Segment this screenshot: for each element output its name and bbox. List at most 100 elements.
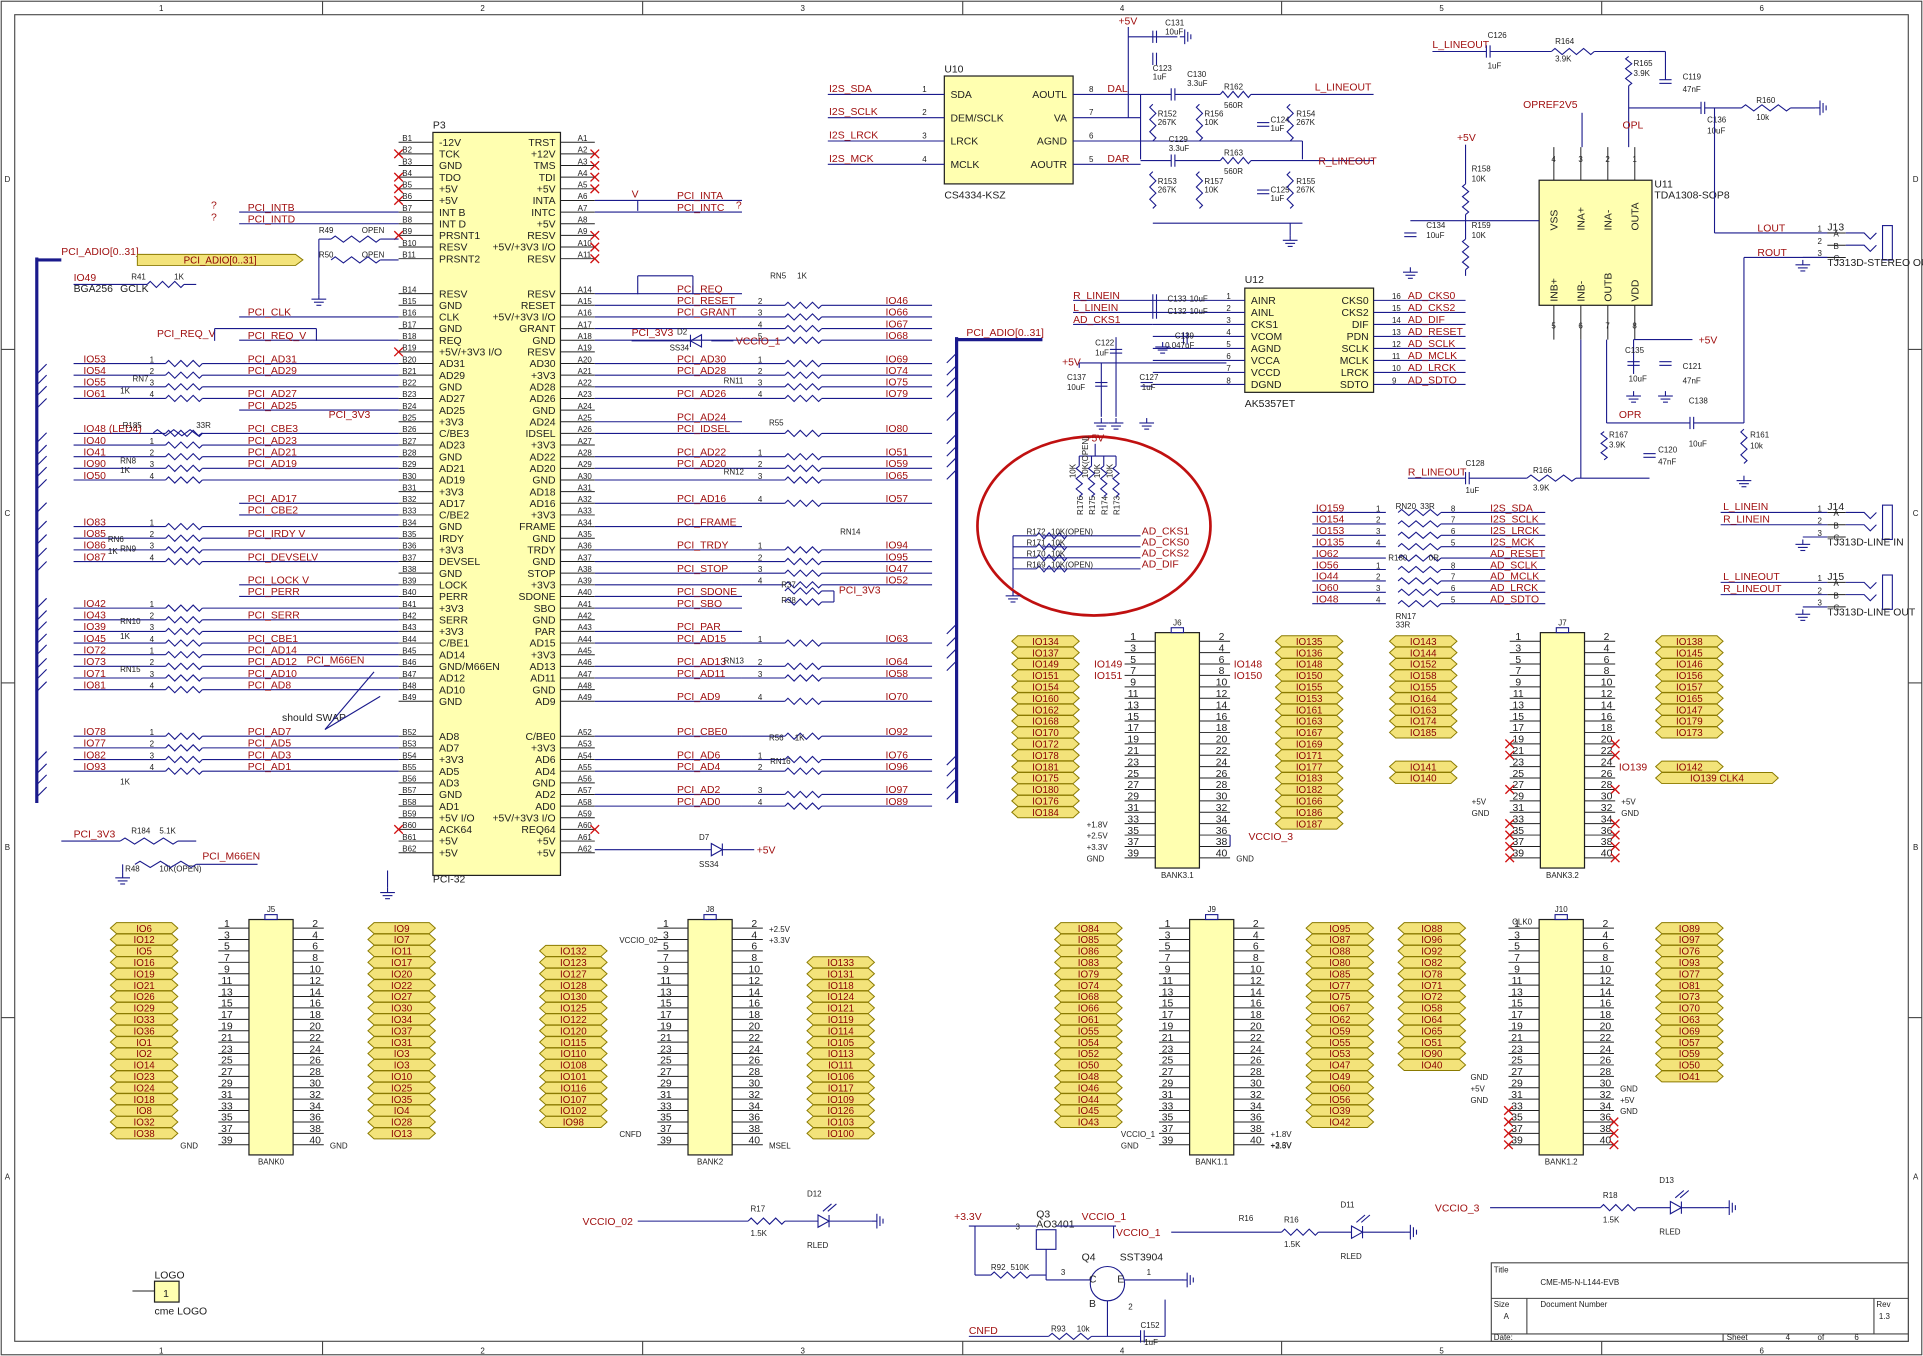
net-label-text: IO73 bbox=[1679, 992, 1701, 1003]
net-label-text: IO131 bbox=[827, 969, 854, 980]
pci3v3-label: PCI_3V3 bbox=[839, 585, 881, 596]
p3-pin-number: B59 bbox=[402, 810, 417, 819]
header-pin-number: 14 bbox=[1216, 700, 1228, 711]
header-pin-number: 14 bbox=[1600, 987, 1612, 998]
diode-d7 bbox=[710, 842, 724, 857]
p3-pin-number: B9 bbox=[402, 227, 412, 236]
io-net-label: IO70 bbox=[885, 692, 908, 703]
u10-name: CS4334-KSZ bbox=[944, 191, 1006, 202]
io-net-label: IO86 bbox=[83, 541, 106, 552]
resistor-value: 1K bbox=[795, 734, 805, 743]
io-net-label: IO69 bbox=[885, 354, 908, 365]
rev-label: Rev bbox=[1876, 1300, 1890, 1309]
header-power-label: GND bbox=[1620, 1084, 1638, 1093]
p3-pin-name: AD14 bbox=[439, 650, 465, 661]
u12-pin-name: SCLK bbox=[1341, 344, 1368, 355]
resistor-ref: R41 bbox=[131, 273, 146, 282]
rn-pin-number: 2 bbox=[758, 297, 763, 306]
header-body bbox=[248, 918, 294, 1156]
header-power-label: +2.5V bbox=[1087, 832, 1109, 841]
bus-label: PCI_ADIO[0..31] bbox=[966, 328, 1044, 339]
net-label-text: IO35 bbox=[391, 1095, 413, 1106]
p3-pin-number: B15 bbox=[402, 297, 417, 306]
p3-pin-number: B2 bbox=[402, 146, 412, 155]
u10-pin-number: 8 bbox=[1089, 85, 1094, 94]
resistor-network-element bbox=[784, 476, 823, 484]
net-label-text: IO177 bbox=[1296, 762, 1323, 773]
header-pin-number: 12 bbox=[1216, 689, 1228, 700]
row-marker: A bbox=[1913, 1172, 1919, 1181]
jack-pin-number: 3 bbox=[1818, 599, 1823, 608]
header-pin-number: 28 bbox=[748, 1067, 760, 1078]
pci-net-label: PCI_AD25 bbox=[248, 401, 297, 412]
p3-pin-name: +5V bbox=[439, 837, 458, 848]
header-pin-number: 4 bbox=[312, 930, 318, 941]
p3-pin-name: +3V3 bbox=[531, 371, 556, 382]
header-bank: BANK1.1 bbox=[1195, 1158, 1228, 1167]
adc-net-label: AD_CKS1 bbox=[1073, 315, 1121, 326]
net-label-text: IO184 bbox=[1032, 808, 1059, 819]
opl-label: OPL bbox=[1623, 121, 1644, 132]
header-pin-number: 2 bbox=[1604, 632, 1610, 643]
bus-entry bbox=[36, 774, 47, 786]
u11-pin-number: 4 bbox=[1551, 155, 1556, 164]
p3-pin-number: A35 bbox=[578, 530, 593, 539]
resistor bbox=[990, 1271, 1031, 1279]
net-label-tag bbox=[136, 253, 304, 266]
column-marker: 1 bbox=[159, 1347, 164, 1356]
rn-pin-number: 5 bbox=[1451, 595, 1456, 604]
net-label-text: IO120 bbox=[560, 1026, 587, 1037]
net-label-text: IO150 bbox=[1296, 671, 1323, 682]
resistor bbox=[1219, 90, 1252, 99]
jack-pin-letter: B bbox=[1833, 521, 1838, 530]
u10-pin-name: AOUTL bbox=[1032, 90, 1067, 101]
net-label-text: IO88 bbox=[1421, 924, 1443, 935]
resistor bbox=[784, 587, 823, 595]
jack-pin-letter: C bbox=[1833, 534, 1839, 543]
header-pin-number: 21 bbox=[1511, 1033, 1523, 1044]
header-pin-number: 16 bbox=[1600, 999, 1612, 1010]
resistor-value: 1.5K bbox=[1284, 1240, 1301, 1249]
diode-ref: D7 bbox=[699, 833, 710, 842]
p3-pin-name: +3V3 bbox=[439, 417, 464, 428]
pci-net-label: PCI_AD15 bbox=[677, 634, 726, 645]
header-pin-number: 28 bbox=[1601, 780, 1613, 791]
net-label-text: IO116 bbox=[560, 1083, 587, 1094]
resistor-value: 3.9K bbox=[1555, 54, 1572, 63]
jack-net-label: L_LINEOUT bbox=[1723, 572, 1780, 583]
cap-ref: C125 bbox=[1271, 185, 1291, 194]
no-connect-mark bbox=[1609, 1139, 1619, 1150]
p3-pin-number: B43 bbox=[402, 623, 417, 632]
u12-pin-name: DIF bbox=[1352, 320, 1369, 331]
resistor-ref: R160 bbox=[1756, 96, 1776, 105]
header-pin-number: 26 bbox=[1216, 769, 1228, 780]
adc-net-label: AD_DIF bbox=[1408, 315, 1445, 326]
resistor-value: 10k bbox=[1756, 113, 1769, 122]
u12-name: AK5357ET bbox=[1245, 399, 1296, 410]
resistor bbox=[1195, 103, 1204, 142]
resistor-network-element bbox=[784, 382, 823, 391]
p3-pin-name: AD25 bbox=[439, 406, 465, 417]
net-label-text: IO64 bbox=[1421, 1015, 1443, 1026]
header-pin-number: 26 bbox=[1601, 769, 1613, 780]
bus-entry bbox=[946, 754, 957, 766]
resistor-network-element bbox=[784, 301, 823, 310]
cap-value: 1uF bbox=[1095, 349, 1109, 358]
net-label-text: IO3 bbox=[394, 1061, 410, 1072]
pci-net-label: PCI_SERR bbox=[248, 611, 301, 622]
p3-pin-number: B41 bbox=[402, 600, 417, 609]
u10-pin-number: 3 bbox=[922, 132, 927, 141]
p3-pin-name: AD21 bbox=[439, 464, 465, 475]
header-pin-number: 29 bbox=[1512, 792, 1524, 803]
header-pin-number: 36 bbox=[748, 1113, 760, 1124]
io-net-label: IO63 bbox=[885, 634, 908, 645]
p3-pin-name: +3V3 bbox=[439, 755, 464, 766]
pci-net-label: PCI_FRAME bbox=[677, 517, 737, 528]
net-label-text: IO117 bbox=[828, 1083, 854, 1094]
header-pin-number: 5 bbox=[663, 942, 669, 953]
net-label-text: IO48 bbox=[1078, 1072, 1100, 1083]
header-pin-number: 16 bbox=[1250, 999, 1262, 1010]
rn-pin-number: 1 bbox=[150, 355, 155, 364]
u10-pin-number: 5 bbox=[1089, 155, 1094, 164]
